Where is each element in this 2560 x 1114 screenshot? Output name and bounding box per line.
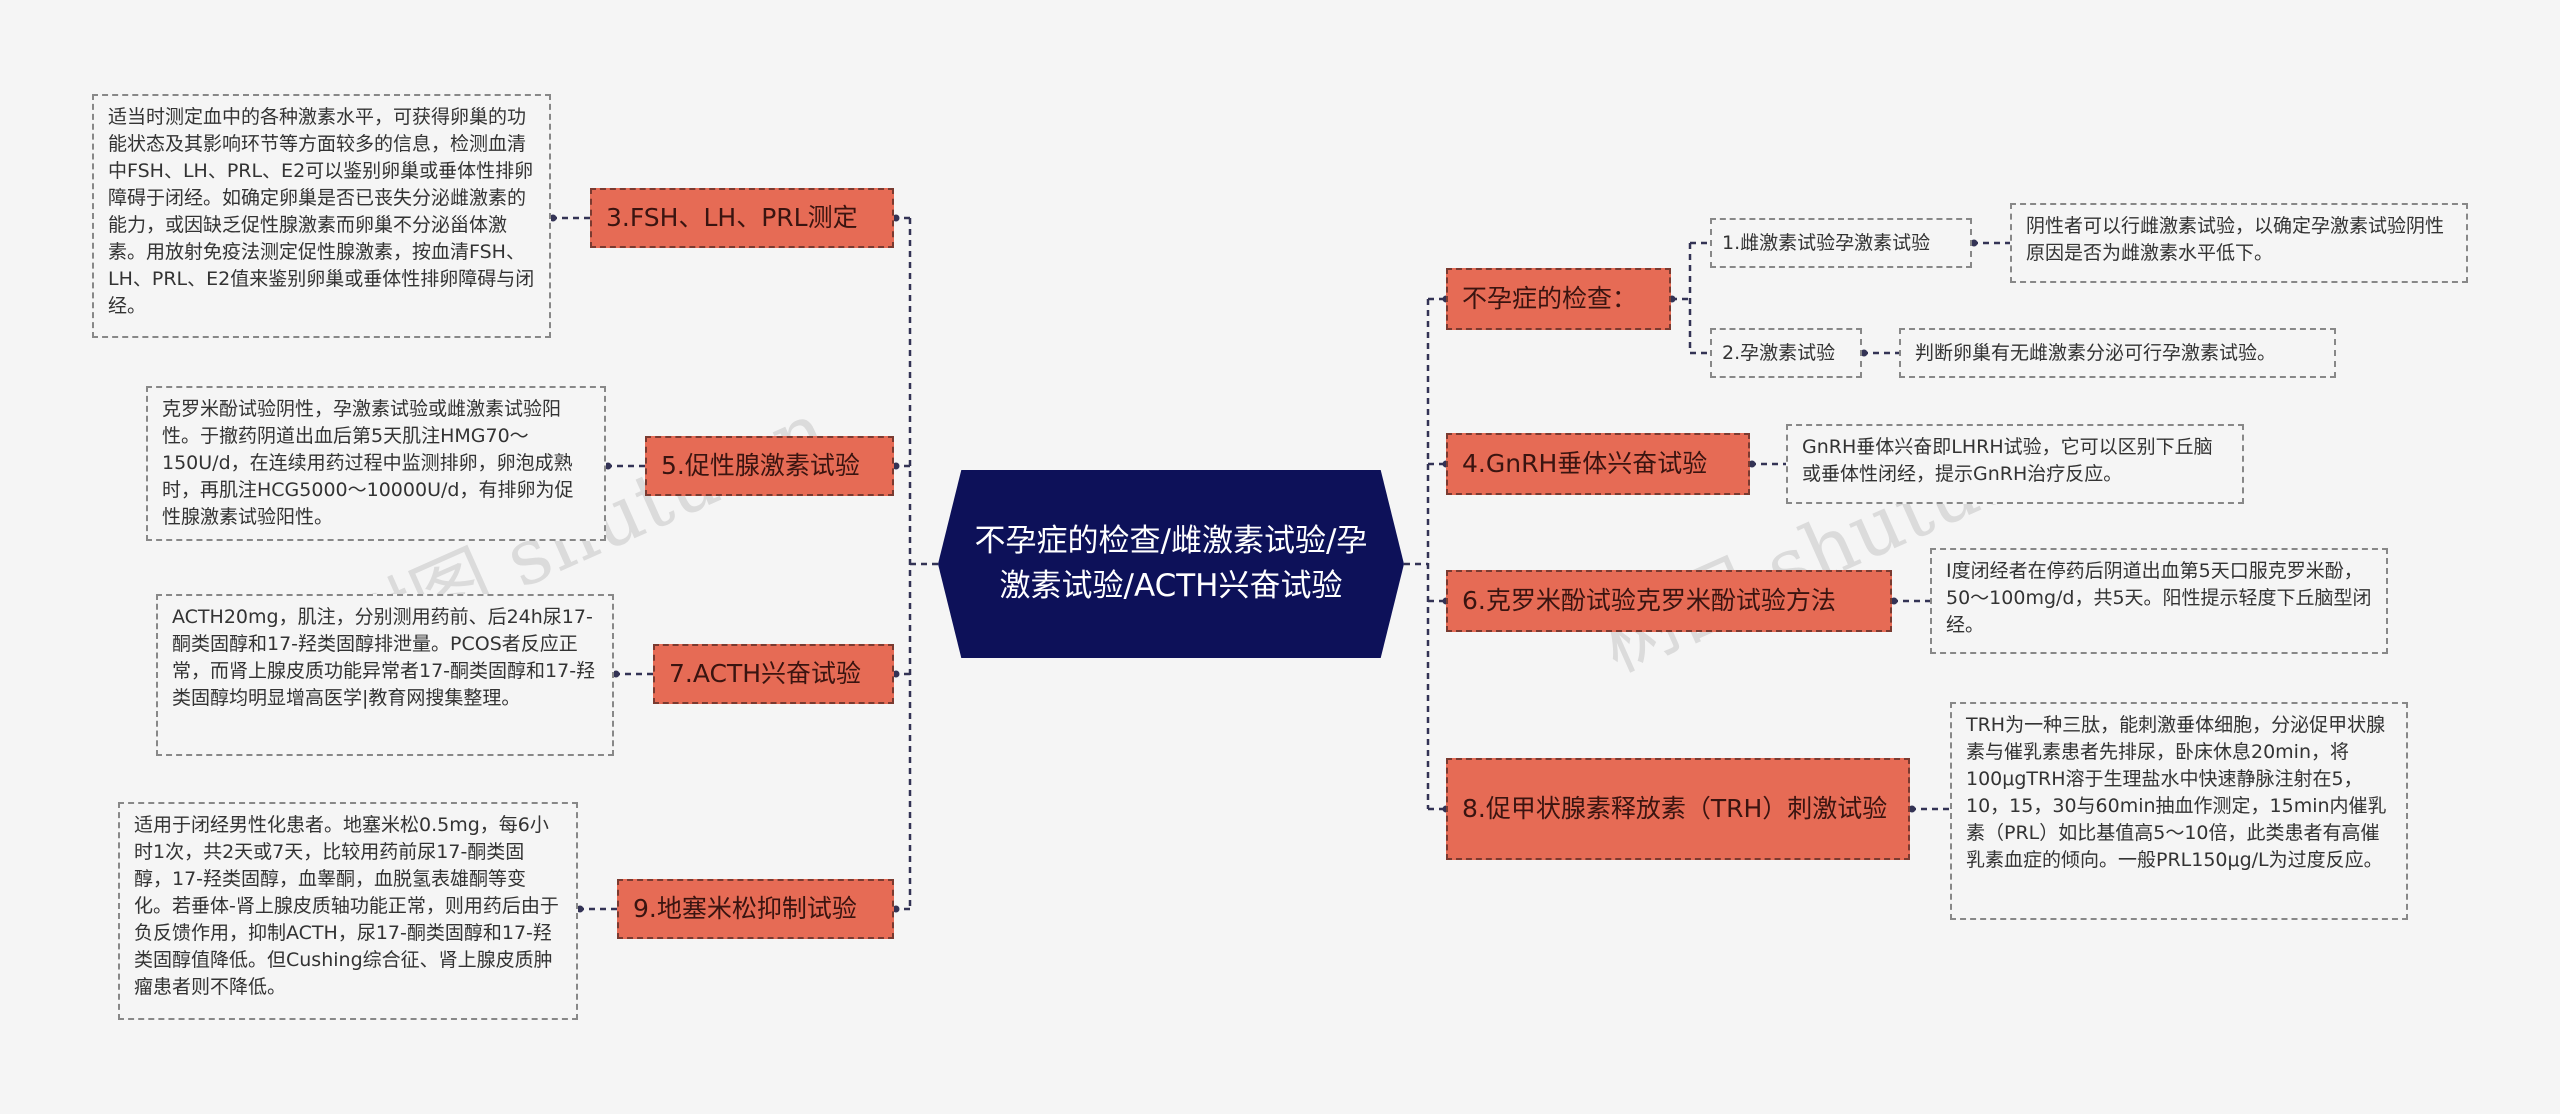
connector-dot xyxy=(1890,597,1898,605)
connector-dot xyxy=(1860,349,1868,357)
connector-dot xyxy=(892,214,900,222)
subtopic-estrogen-progesterone-test[interactable]: 1.雌激素试验孕激素试验 xyxy=(1710,218,1972,268)
connector-dot xyxy=(892,670,900,678)
detail-estrogen-progesterone[interactable]: 阴性者可以行雌激素试验，以确定孕激素试验阴性原因是否为雌激素水平低下。 xyxy=(2010,203,2468,283)
topic-label: 3.FSH、LH、PRL测定 xyxy=(606,203,858,232)
topic-gnrh-pituitary-test[interactable]: 4.GnRH垂体兴奋试验 xyxy=(1446,433,1750,495)
topic-label: 4.GnRH垂体兴奋试验 xyxy=(1462,449,1708,478)
detail-gonadotropin[interactable]: 克罗米酚试验阴性，孕激素试验或雌激素试验阳性。于撤药阴道出血后第5天肌注HMG7… xyxy=(146,386,606,541)
detail-dexamethasone[interactable]: 适用于闭经男性化患者。地塞米松0.5mg，每6小时1次，共2天或7天，比较用药前… xyxy=(118,802,578,1020)
detail-text: TRH为一种三肽，能刺激垂体细胞，分泌促甲状腺素与催乳素患者先排尿，卧床休息20… xyxy=(1966,714,2387,871)
detail-trh[interactable]: TRH为一种三肽，能刺激垂体细胞，分泌促甲状腺素与催乳素患者先排尿，卧床休息20… xyxy=(1950,702,2408,920)
detail-text: ACTH20mg，肌注，分别测用药前、后24h尿17-酮类固醇和17-羟类固醇排… xyxy=(172,606,596,709)
connector-dot xyxy=(549,214,557,222)
detail-text: 阴性者可以行雌激素试验，以确定孕激素试验阴性原因是否为雌激素水平低下。 xyxy=(2026,215,2445,264)
subtopic-label: 1.雌激素试验孕激素试验 xyxy=(1722,231,1931,254)
topic-label: 8.促甲状腺素释放素（TRH）刺激试验 xyxy=(1462,794,1888,823)
topic-clomiphene-test[interactable]: 6.克罗米酚试验克罗米酚试验方法 xyxy=(1446,570,1892,632)
connector-dot xyxy=(1970,239,1978,247)
detail-clomiphene[interactable]: Ⅰ度闭经者在停药后阴道出血第5天口服克罗米酚，50～100mg/d，共5天。阳性… xyxy=(1930,548,2388,654)
connector-dot xyxy=(604,462,612,470)
topic-label: 5.促性腺激素试验 xyxy=(661,451,860,480)
central-topic[interactable]: 不孕症的检查/雌激素试验/孕激素试验/ACTH兴奋试验 xyxy=(938,470,1404,658)
detail-text: 判断卵巢有无雌激素分泌可行孕激素试验。 xyxy=(1915,341,2277,364)
central-topic-label: 不孕症的检查/雌激素试验/孕激素试验/ACTH兴奋试验 xyxy=(974,523,1368,604)
topic-label: 6.克罗米酚试验克罗米酚试验方法 xyxy=(1462,586,1836,615)
detail-gnrh[interactable]: GnRH垂体兴奋即LHRH试验，它可以区别下丘脑或垂体性闭经，提示GnRH治疗反… xyxy=(1786,424,2244,504)
detail-text: Ⅰ度闭经者在停药后阴道出血第5天口服克罗米酚，50～100mg/d，共5天。阳性… xyxy=(1946,560,2372,636)
connector-dot xyxy=(1748,460,1756,468)
topic-dexamethasone-suppression-test[interactable]: 9.地塞米松抑制试验 xyxy=(617,879,894,939)
connector-dot xyxy=(892,905,900,913)
topic-fsh-lh-prl-test[interactable]: 3.FSH、LH、PRL测定 xyxy=(590,188,894,248)
topic-gonadotropin-test[interactable]: 5.促性腺激素试验 xyxy=(645,436,894,496)
connector-dot xyxy=(576,905,584,913)
connector-dot xyxy=(892,462,900,470)
connector-dot xyxy=(612,670,620,678)
detail-text: 适当时测定血中的各种激素水平，可获得卵巢的功能状态及其影响环节等方面较多的信息，… xyxy=(108,106,535,317)
topic-trh-stimulation-test[interactable]: 8.促甲状腺素释放素（TRH）刺激试验 xyxy=(1446,758,1910,860)
topic-label: 9.地塞米松抑制试验 xyxy=(633,894,857,923)
topic-acth-stimulation-test[interactable]: 7.ACTH兴奋试验 xyxy=(653,644,894,704)
connector-dot xyxy=(1908,805,1916,813)
detail-acth[interactable]: ACTH20mg，肌注，分别测用药前、后24h尿17-酮类固醇和17-羟类固醇排… xyxy=(156,594,614,756)
detail-text: 克罗米酚试验阴性，孕激素试验或雌激素试验阳性。于撤药阴道出血后第5天肌注HMG7… xyxy=(162,398,574,528)
topic-label: 不孕症的检查： xyxy=(1462,284,1638,313)
subtopic-label: 2.孕激素试验 xyxy=(1722,341,1836,364)
topic-infertility-exam[interactable]: 不孕症的检查： xyxy=(1446,268,1671,330)
topic-label: 7.ACTH兴奋试验 xyxy=(669,659,862,688)
detail-text: 适用于闭经男性化患者。地塞米松0.5mg，每6小时1次，共2天或7天，比较用药前… xyxy=(134,814,559,998)
detail-progesterone[interactable]: 判断卵巢有无雌激素分泌可行孕激素试验。 xyxy=(1899,328,2336,378)
detail-text: GnRH垂体兴奋即LHRH试验，它可以区别下丘脑或垂体性闭经，提示GnRH治疗反… xyxy=(1802,436,2213,485)
detail-fsh-lh-prl[interactable]: 适当时测定血中的各种激素水平，可获得卵巢的功能状态及其影响环节等方面较多的信息，… xyxy=(92,94,551,338)
subtopic-progesterone-test[interactable]: 2.孕激素试验 xyxy=(1710,328,1862,378)
